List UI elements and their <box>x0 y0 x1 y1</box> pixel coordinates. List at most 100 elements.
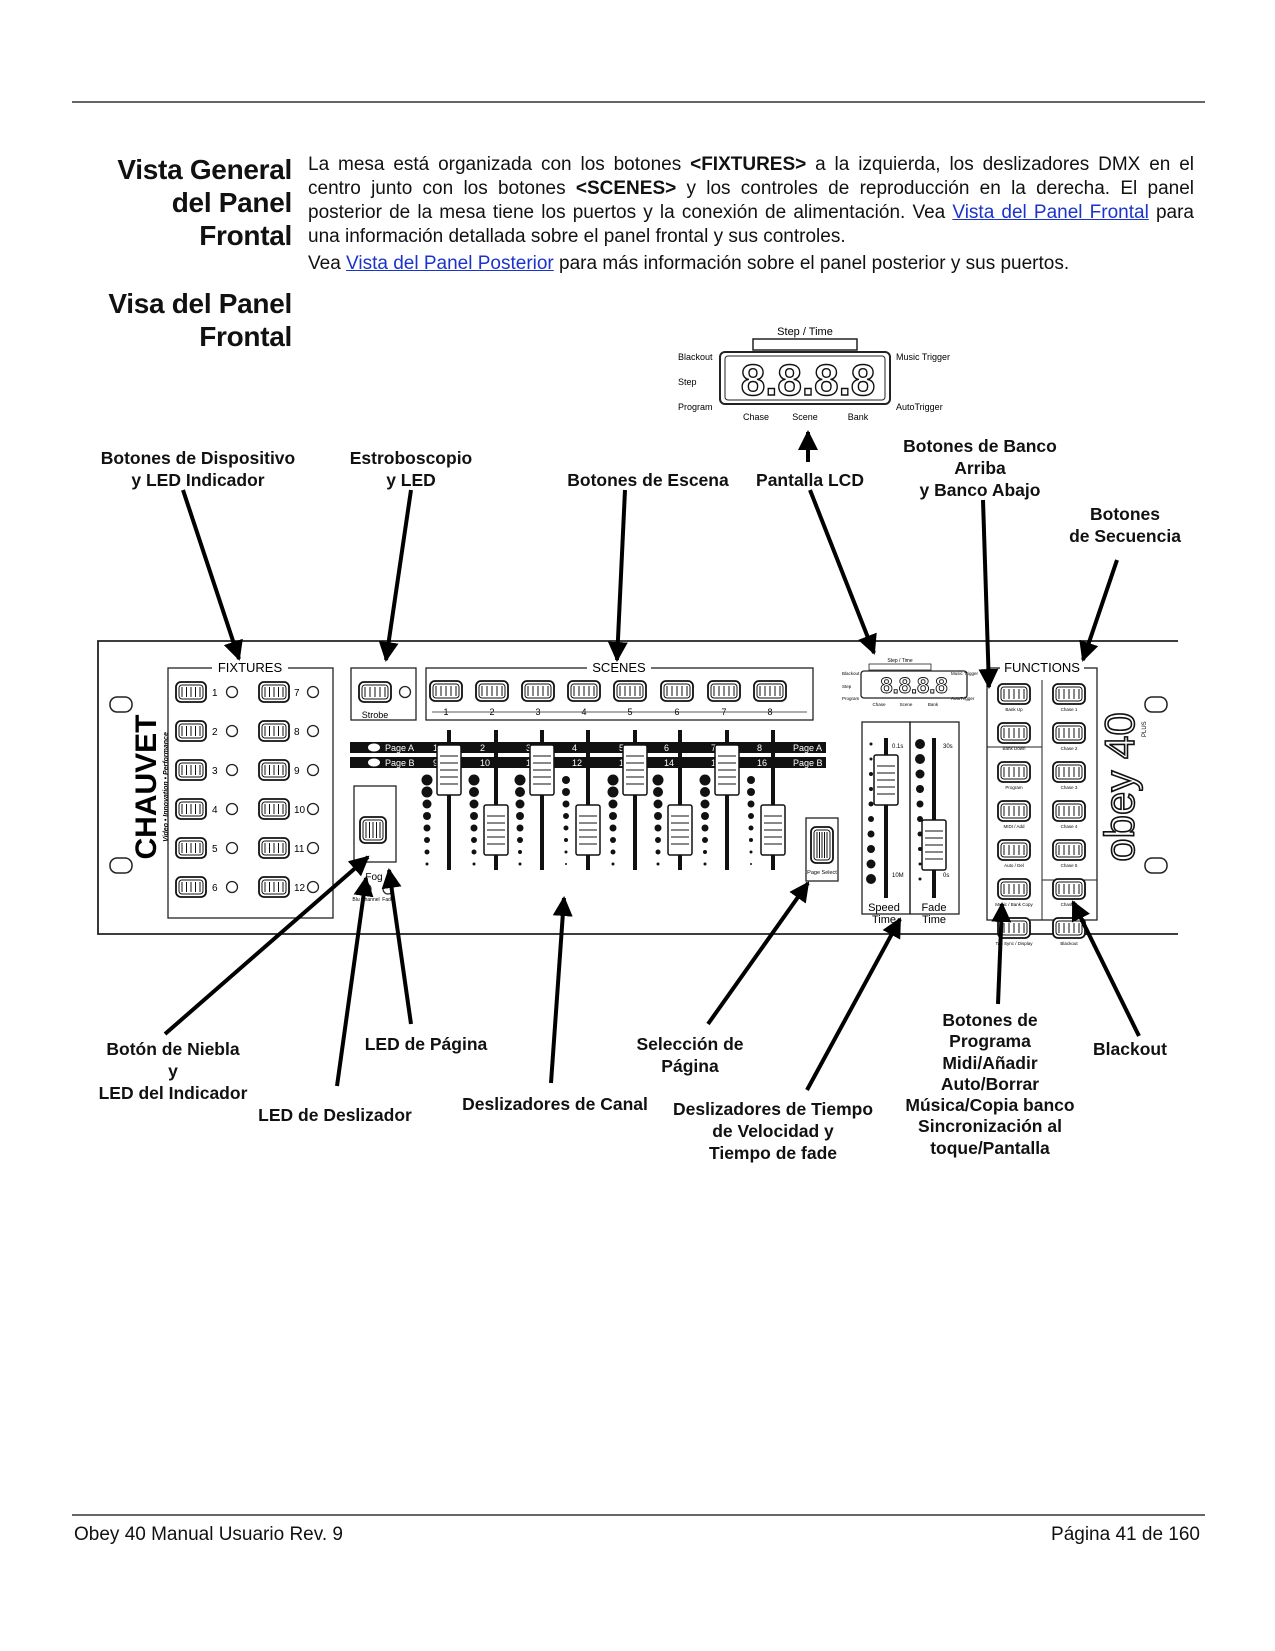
fixture-button-4[interactable] <box>175 798 207 820</box>
function-label: MIDI / Add <box>1003 824 1025 829</box>
fixture-button-7[interactable] <box>258 681 290 703</box>
slider-led <box>563 825 569 831</box>
fade-led <box>917 816 923 822</box>
fade-min-label: 0s <box>943 873 949 879</box>
function-button[interactable] <box>997 839 1031 861</box>
fixture-button-10[interactable] <box>258 798 290 820</box>
slider-led <box>469 787 479 797</box>
fade-led <box>916 785 924 793</box>
scene-button-2[interactable] <box>475 680 509 702</box>
lcd-autotrigger-label: AutoTrigger <box>896 402 943 412</box>
speed-led <box>869 787 873 791</box>
page-select-button[interactable] <box>810 826 834 864</box>
fixture-led <box>225 880 239 894</box>
chase-button[interactable] <box>1052 722 1086 744</box>
scene-button-1[interactable] <box>429 680 463 702</box>
section-heading-front-panel-view: Visa del Panel Frontal <box>52 287 292 353</box>
channel-slider-cap[interactable] <box>667 804 693 856</box>
channel-slider-cap[interactable] <box>714 744 740 796</box>
function-button[interactable] <box>997 878 1031 900</box>
function-button[interactable] <box>997 917 1031 939</box>
speed-slider-cap[interactable] <box>873 754 899 806</box>
slider-led <box>470 812 478 820</box>
slider-led <box>703 862 707 866</box>
callout-scene-buttons: Botones de Escena <box>567 470 729 490</box>
heading-line: Frontal <box>199 220 292 251</box>
chase-button[interactable] <box>1052 800 1086 822</box>
chase-button[interactable] <box>1052 761 1086 783</box>
scene-button-5[interactable] <box>613 680 647 702</box>
function-label: Chase 6 <box>1061 902 1078 907</box>
fade-led <box>915 769 925 779</box>
fade-led <box>918 877 922 881</box>
slider-led <box>515 799 525 809</box>
arrow <box>978 499 999 689</box>
function-button[interactable] <box>997 683 1031 705</box>
lcd-bank-label: Bank <box>848 412 869 422</box>
channel-slider-cap[interactable] <box>622 744 648 796</box>
strobe-button[interactable] <box>358 681 392 703</box>
scene-button-8[interactable] <box>753 680 787 702</box>
arrow <box>378 489 413 662</box>
fixture-button-6[interactable] <box>175 876 207 898</box>
fixture-button-2[interactable] <box>175 720 207 742</box>
scene-button-3[interactable] <box>521 680 555 702</box>
fixture-number: 9 <box>294 766 300 777</box>
arrow <box>163 855 370 1036</box>
speed-led <box>867 845 875 853</box>
chase-button[interactable] <box>1052 683 1086 705</box>
fixture-button-9[interactable] <box>258 759 290 781</box>
fixture-button-5[interactable] <box>175 837 207 859</box>
slider-led <box>514 774 526 786</box>
scenes-keyword: <SCENES> <box>575 178 677 199</box>
slider-led <box>424 849 430 855</box>
speed-led <box>866 874 876 884</box>
svg-text:Scene: Scene <box>900 702 913 707</box>
channel-slider-cap[interactable] <box>760 804 786 856</box>
speed-led <box>867 830 875 838</box>
fade-led <box>918 847 922 851</box>
function-button[interactable] <box>997 722 1031 744</box>
fog-button[interactable] <box>359 816 387 844</box>
top-rule <box>72 101 1205 103</box>
channel-slider-cap[interactable] <box>529 744 555 796</box>
slider-led <box>471 837 477 843</box>
function-button[interactable] <box>997 761 1031 783</box>
slider-led <box>701 812 709 820</box>
page-select-button-body[interactable] <box>810 826 834 864</box>
intro-paragraph: La mesa está organizada con los botones … <box>308 154 1195 247</box>
fade-slider-cap[interactable] <box>921 819 947 871</box>
strobe-button-body[interactable] <box>358 681 392 703</box>
rear-panel-link[interactable]: Vista del Panel Posterior <box>346 253 554 274</box>
chase-button[interactable] <box>1052 878 1086 900</box>
scene-button-4[interactable] <box>567 680 601 702</box>
slider-led <box>748 813 754 819</box>
fixture-button-12[interactable] <box>258 876 290 898</box>
lcd-step-time-label: Step / Time <box>777 326 833 338</box>
slider-led <box>610 849 616 855</box>
front-panel-link[interactable]: Vista del Panel Frontal <box>952 202 1149 223</box>
rack-hole-icon <box>1144 696 1168 713</box>
function-label: Music / Bank Copy <box>995 902 1033 907</box>
slider-led <box>652 774 664 786</box>
fog-button-body[interactable] <box>359 816 387 844</box>
channel-number: 8 <box>757 743 762 753</box>
function-button[interactable] <box>997 800 1031 822</box>
fixture-button-8[interactable] <box>258 720 290 742</box>
slider-led <box>472 862 476 866</box>
channel-slider-cap[interactable] <box>436 744 462 796</box>
fixture-button-1[interactable] <box>175 681 207 703</box>
channel-slider-cap[interactable] <box>575 804 601 856</box>
scene-button-6[interactable] <box>660 680 694 702</box>
fixture-button-11[interactable] <box>258 837 290 859</box>
svg-text:8.8.8.8: 8.8.8.8 <box>880 673 947 698</box>
channel-slider-cap[interactable] <box>483 804 509 856</box>
fixture-button-3[interactable] <box>175 759 207 781</box>
scene-button-7[interactable] <box>707 680 741 702</box>
heading-line: Vista General <box>117 154 292 185</box>
chase-button[interactable] <box>1052 839 1086 861</box>
